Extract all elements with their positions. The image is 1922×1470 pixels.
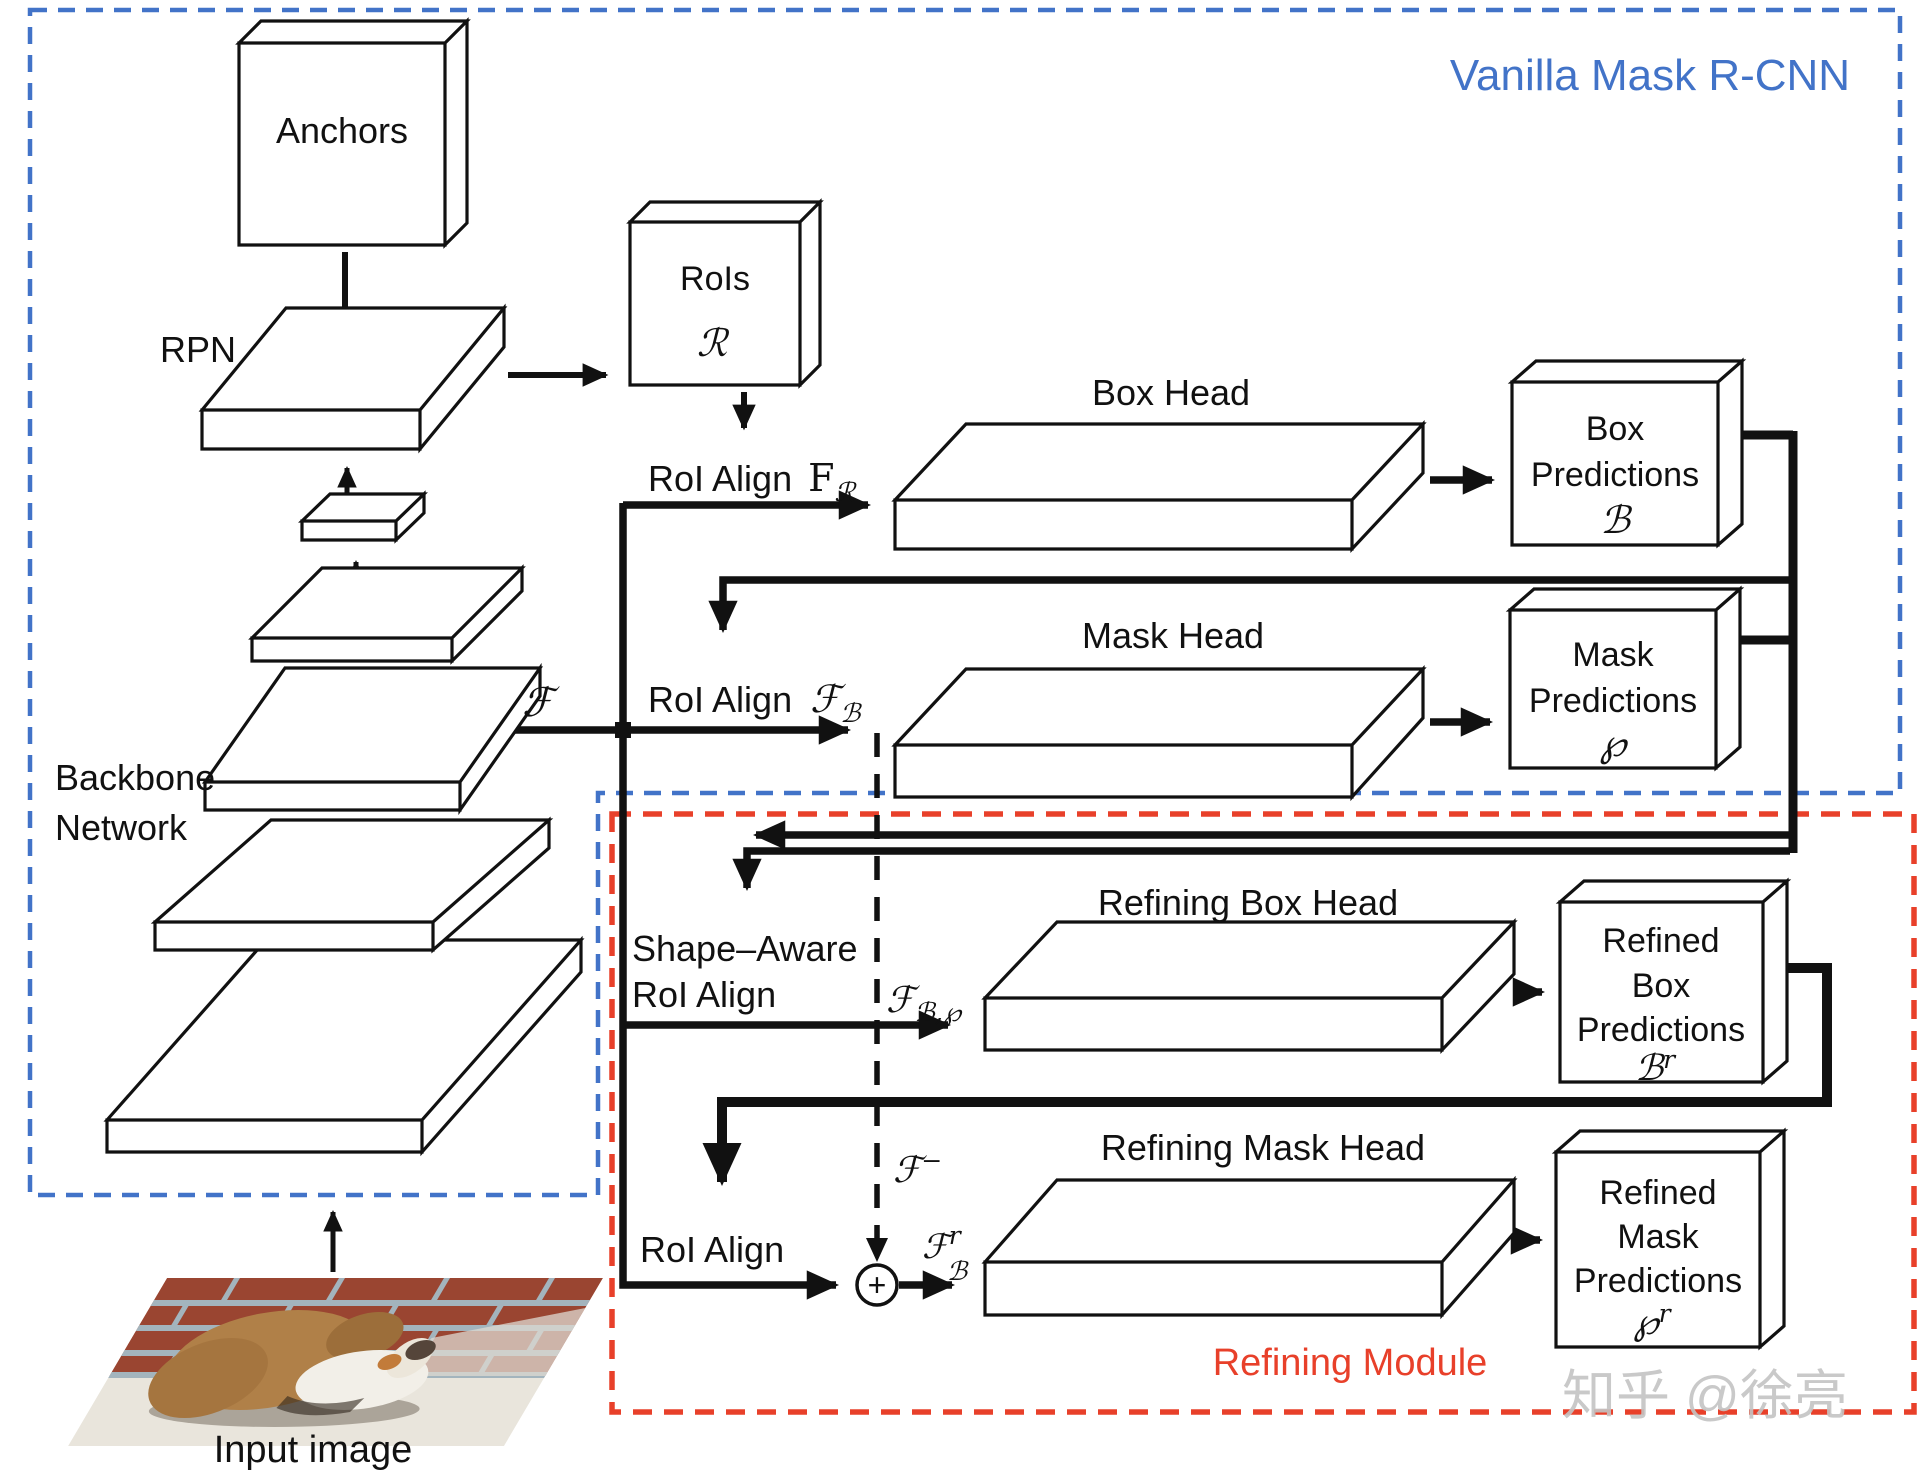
photo-dog-rear xyxy=(148,1338,268,1418)
backbone-pyramid: Backbone Network xyxy=(55,490,585,1157)
refining-module-region-border xyxy=(609,811,1917,1415)
rpn-label: RPN xyxy=(160,329,236,370)
photo-cat-patch-orange xyxy=(377,1354,402,1370)
refinedboxpred-feedback-loop xyxy=(702,963,1832,1187)
node-anchors: Anchors xyxy=(235,17,471,249)
backbone-plate-1 xyxy=(298,490,428,544)
backbone-label-line2: Network xyxy=(55,807,188,848)
backbone-plate-5 xyxy=(103,935,585,1157)
rois-label: RoIs xyxy=(680,260,750,298)
backbone-plate-4 xyxy=(150,816,554,954)
refined-box-predictions-symbol: ℬr xyxy=(1635,1045,1677,1089)
refining-box-head-title: Refining Box Head xyxy=(1098,882,1398,923)
mask-predictions-line1: Mask xyxy=(1572,636,1654,674)
add-op-symbol: + xyxy=(868,1267,887,1303)
watermark-text: 知乎 @徐亮 xyxy=(1562,1366,1848,1426)
feature-trunk-line xyxy=(619,503,840,1300)
node-refined-box-predictions: Refined Box Predictions ℬr xyxy=(1555,877,1792,1089)
add-op-node: + xyxy=(855,1263,899,1307)
refined-mask-predictions-symbol: ℘r xyxy=(1633,1299,1672,1343)
backbone-plate-3 xyxy=(201,662,544,816)
node-box-predictions: Box Predictions ℬ xyxy=(1507,357,1747,549)
photo-wall-highlight xyxy=(399,1308,586,1376)
mask-head-title: Mask Head xyxy=(1082,615,1264,656)
node-box-head: Box Head xyxy=(891,372,1427,554)
box-predictions-line1: Box xyxy=(1586,410,1645,448)
backbone-feature-symbol: ℱ xyxy=(522,680,560,726)
box-predictions-line2: Predictions xyxy=(1531,456,1699,494)
node-mask-predictions: Mask Predictions ℘ xyxy=(1505,585,1745,772)
backbone-plate-2 xyxy=(248,564,526,665)
node-rois: RoIs ℛ xyxy=(626,198,824,389)
rois-symbol: ℛ xyxy=(697,321,730,365)
box-predictions-symbol: ℬ xyxy=(1600,498,1633,542)
residual-feature-arrowhead xyxy=(866,1238,888,1262)
node-refining-box-head: Refining Box Head xyxy=(981,882,1518,1055)
shape-aware-label-line2: RoI Align xyxy=(632,974,776,1015)
input-image-photo xyxy=(68,1278,603,1446)
refined-box-predictions-line3: Predictions xyxy=(1577,1011,1745,1049)
refined-box-predictions-line1: Refined xyxy=(1602,922,1719,960)
refining-region-title: Refining Module xyxy=(1213,1342,1488,1384)
refined-box-predictions-line2: Box xyxy=(1632,967,1691,1005)
refining-mask-head-title: Refining Mask Head xyxy=(1101,1127,1425,1168)
mask-predictions-line2: Predictions xyxy=(1529,682,1697,720)
photo-dog-head xyxy=(326,1312,404,1360)
photo-cat-patch-dark xyxy=(405,1340,436,1360)
boxpred-to-maskalign-feedback xyxy=(708,576,1790,634)
node-refining-mask-head: Refining Mask Head xyxy=(981,1127,1518,1320)
predictions-to-refining-line-b xyxy=(732,847,1790,892)
refined-mask-predictions-line2: Mask xyxy=(1617,1218,1699,1256)
trunk-junction xyxy=(615,722,631,738)
shape-aware-label-line1: Shape–Aware xyxy=(632,928,858,969)
input-image-caption: Input image xyxy=(214,1429,413,1470)
roi-align-refine-label: RoI Align xyxy=(640,1229,784,1270)
residual-feature-symbol: ℱ− xyxy=(893,1146,942,1191)
node-mask-head: Mask Head xyxy=(891,615,1427,802)
photo-cat-tail xyxy=(276,1396,365,1416)
mask-predictions-symbol: ℘ xyxy=(1600,721,1629,765)
vanilla-mask-rcnn-region-border xyxy=(27,7,1903,1198)
backbone-label-line1: Backbone xyxy=(55,757,215,798)
refined-mask-predictions-line3: Predictions xyxy=(1574,1262,1742,1300)
node-rpn: RPN xyxy=(160,303,508,454)
vanilla-region-title: Vanilla Mask R-CNN xyxy=(1450,51,1850,100)
node-refined-mask-predictions: Refined Mask Predictions ℘r xyxy=(1551,1127,1789,1351)
box-head-title: Box Head xyxy=(1092,372,1250,413)
anchors-label: Anchors xyxy=(276,110,408,151)
refined-mask-predictions-line1: Refined xyxy=(1599,1174,1716,1212)
shape-aware-feature-symbol: ℱℬ,℘ xyxy=(886,980,963,1028)
